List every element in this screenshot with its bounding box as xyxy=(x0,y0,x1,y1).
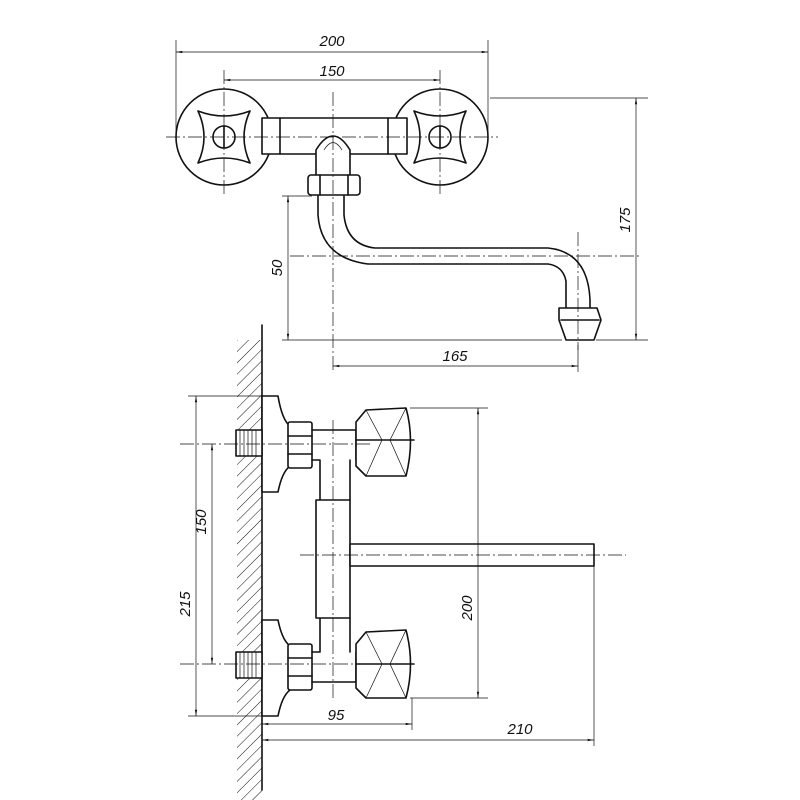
spout-swivel-dome xyxy=(315,135,351,177)
dim-side-spout-reach: 210 xyxy=(262,566,595,746)
dim-label-95: 95 xyxy=(328,707,345,724)
upper-valve-handle-icon xyxy=(355,407,415,477)
spout-side xyxy=(300,543,626,567)
dim-side-overall-height: 215 xyxy=(177,395,262,717)
dim-label-200-side: 200 xyxy=(459,595,476,622)
dim-label-210: 210 xyxy=(506,721,533,738)
dim-label-150-side: 150 xyxy=(193,509,210,535)
dim-side-inlet-spacing: 150 xyxy=(193,444,214,664)
dim-top-overall-width: 200 xyxy=(175,33,489,132)
dim-label-215: 215 xyxy=(177,591,194,618)
s-shaped-spout xyxy=(317,195,602,341)
dim-top-spout-drop: 50 xyxy=(269,195,562,341)
dim-top-spout-reach: 165 xyxy=(333,345,579,372)
dim-label-175: 175 xyxy=(617,207,634,233)
dim-label-150-top: 150 xyxy=(319,63,345,80)
dim-top-total-height: 175 xyxy=(490,97,648,341)
dim-side-body-depth: 95 xyxy=(262,698,413,730)
side-view: 150 215 200 95 210 xyxy=(177,324,626,800)
dim-side-handle-spacing: 200 xyxy=(410,407,488,699)
dim-label-165: 165 xyxy=(442,348,468,365)
swivel-nut xyxy=(307,174,361,196)
top-view: 200 150 175 50 165 xyxy=(166,33,648,372)
lower-wall-flange xyxy=(235,619,313,717)
dim-label-50: 50 xyxy=(269,259,286,276)
dim-label-200-top: 200 xyxy=(318,33,345,50)
dim-top-handle-spacing: 150 xyxy=(224,63,440,82)
lower-valve-handle-icon xyxy=(355,629,415,699)
